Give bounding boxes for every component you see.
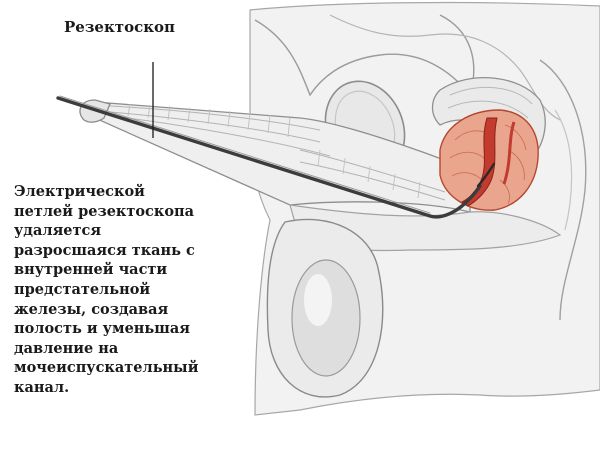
caption-line: удаляется <box>14 222 102 240</box>
caption-line: петлей резектоскопа <box>14 202 195 220</box>
caption-line: разросшаяся ткань с <box>14 241 195 259</box>
rectum-outline <box>539 59 587 321</box>
instrument-label: Резектоскоп <box>64 18 176 36</box>
pelvic-bone-outline <box>254 14 475 97</box>
resectoscope-shaft <box>56 96 482 219</box>
caption-line: внутренней части <box>14 261 168 279</box>
caption-text: Электрической петлей резектоскопа удаляе… <box>14 182 259 398</box>
prostate-tissue-texture <box>449 124 527 205</box>
caption-line: мочеиспускательный <box>14 359 199 377</box>
caption-line: предстательной <box>14 280 151 298</box>
caption-line: Электрической <box>14 183 145 200</box>
corpus-cross-hatch <box>127 103 421 199</box>
prostate-resected-channel <box>461 117 498 207</box>
resectoscope-loop <box>476 162 496 188</box>
rectum-inner-outline <box>554 109 573 231</box>
caption-line: железы, создавая <box>14 300 169 318</box>
prostate-channel-highlight <box>502 121 516 185</box>
corpus-texture <box>109 105 446 201</box>
caption-line: канал. <box>14 378 70 396</box>
caption-line: полость и уменьшая <box>14 320 190 338</box>
resectoscope-shaft-highlight <box>59 95 431 214</box>
bladder-wall-texture <box>447 86 533 119</box>
testis-highlight <box>304 274 332 326</box>
caption-line: давление на <box>14 339 119 357</box>
